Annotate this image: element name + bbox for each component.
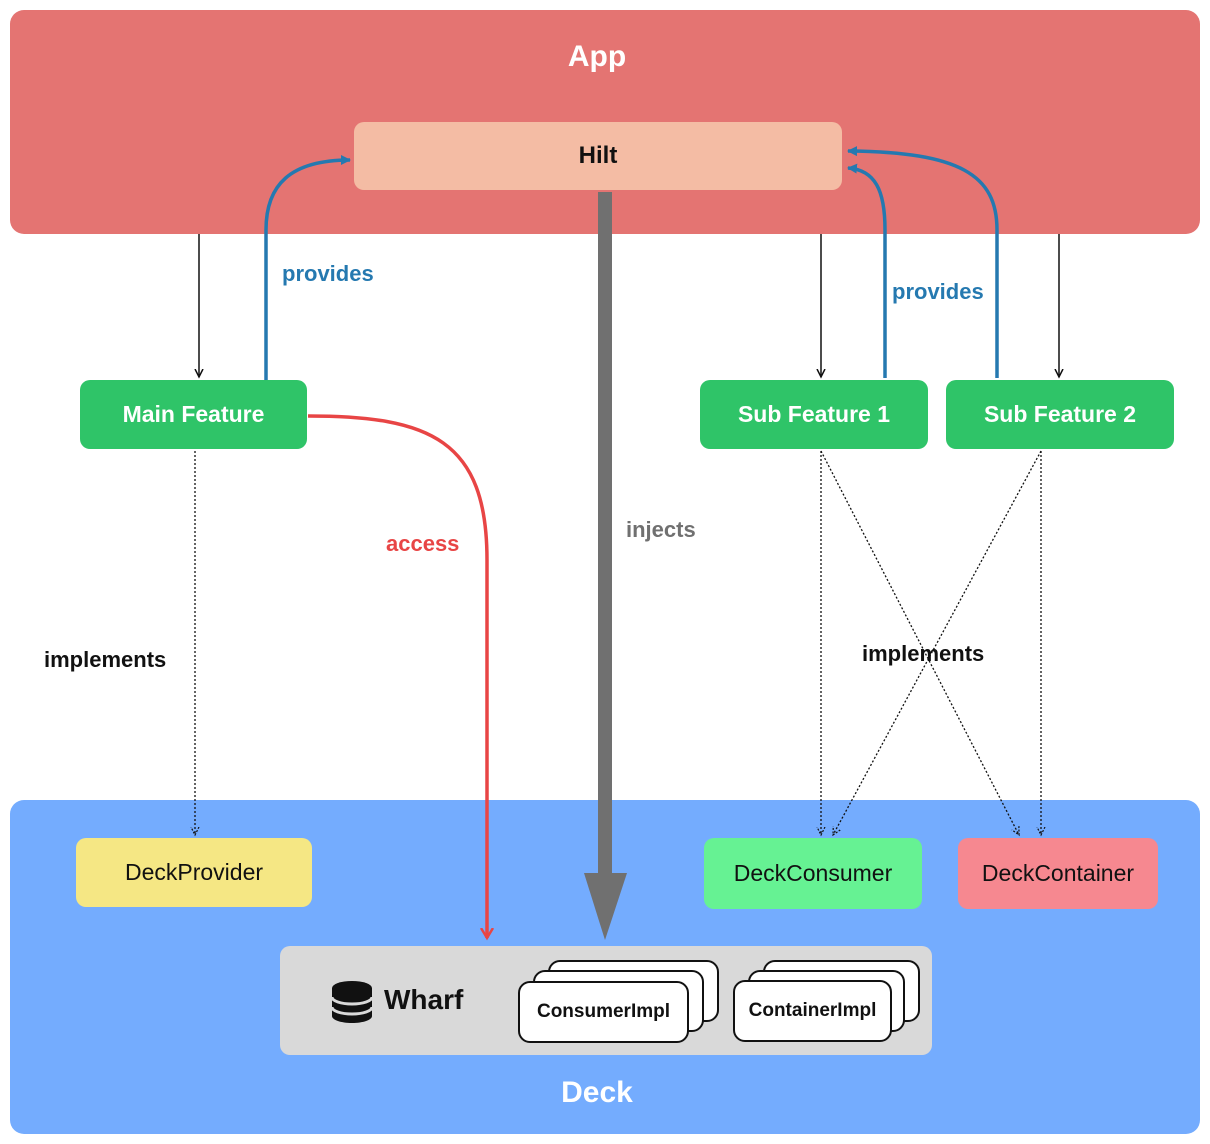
container-impl-label: ContainerImpl [748,1000,877,1021]
sub-feature-1-node: Sub Feature 1 [700,380,928,449]
deck-provider-label: DeckProvider [124,859,264,885]
app-title: App [567,40,627,73]
main-feature-node: Main Feature [80,380,307,449]
wharf-label: Wharf [384,984,464,1015]
consumer-impl-card: ConsumerImpl [518,981,689,1043]
main-feature-label: Main Feature [122,401,265,427]
provides-label-left: provides [282,261,374,286]
injects-label: injects [626,517,696,542]
deck-provider-node: DeckProvider [76,838,312,907]
database-icon [330,981,374,1023]
sub-feature-2-label: Sub Feature 2 [983,401,1137,427]
injects-arrowhead [584,873,627,940]
implements-label-left: implements [44,647,167,672]
deck-consumer-node: DeckConsumer [704,838,922,909]
hilt-label: Hilt [578,142,618,169]
consumer-impl-label: ConsumerImpl [536,1001,671,1022]
sub-feature-2-node: Sub Feature 2 [946,380,1174,449]
edge-access [307,414,487,938]
hilt-node: Hilt [354,122,842,190]
edge-provides-sub1 [847,163,887,378]
sub-feature-1-label: Sub Feature 1 [737,401,891,427]
deck-consumer-label: DeckConsumer [733,860,893,886]
provides-label-right: provides [892,279,984,304]
deck-container-node: DeckContainer [958,838,1158,909]
access-label: access [386,531,460,556]
edge-implements-sub1-container [820,450,1019,835]
container-impl-card: ContainerImpl [733,980,892,1042]
implements-label-right: implements [862,641,985,666]
deck-container-label: DeckContainer [981,860,1135,886]
deck-title: Deck [561,1076,633,1109]
edge-provides-main [264,155,351,380]
edge-implements-sub2-consumer [833,450,1042,835]
edge-provides-sub2 [847,146,999,378]
